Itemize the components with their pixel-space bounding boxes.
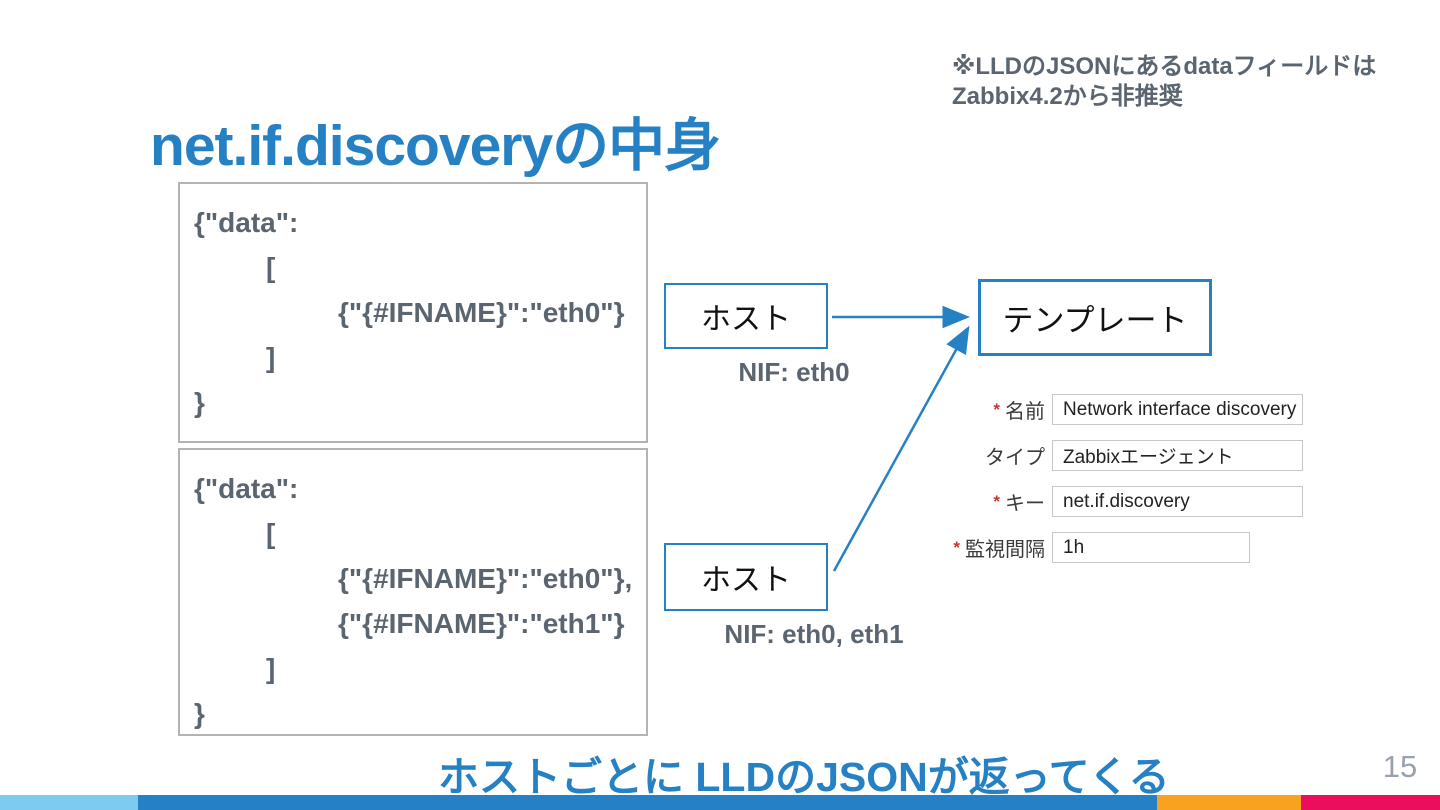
code-line: } — [194, 387, 205, 418]
host1-nif-label: NIF: eth0 — [738, 357, 850, 387]
code-line: [ — [266, 252, 276, 283]
bar-segment-pink — [1301, 795, 1440, 810]
bottom-color-bar — [0, 795, 1440, 810]
deprecation-note-line1: ※LLDのJSONにあるdataフィールドは — [952, 53, 1377, 80]
host1-box: ホスト — [664, 283, 828, 349]
json-code-box-dual-nif: {"data": [ {"{#IFNAME}":"eth0"}, {"{#IFN… — [178, 448, 648, 736]
type-select[interactable]: Zabbixエージェント — [1052, 440, 1303, 471]
code-line: } — [194, 698, 205, 729]
name-field[interactable]: Network interface discovery — [1052, 394, 1303, 425]
template-box: テンプレート — [978, 279, 1212, 356]
interval-field-label: * 監視間隔 — [900, 532, 1045, 563]
json-code-box-single-nif: {"data": [ {"{#IFNAME}":"eth0"} ] } — [178, 182, 648, 443]
code-line: {"{#IFNAME}":"eth0"}, — [338, 563, 633, 594]
type-field-label: タイプ — [900, 440, 1045, 471]
host2-box: ホスト — [664, 543, 828, 611]
interval-field-label-text: 監視間隔 — [965, 539, 1045, 561]
deprecation-note: ※LLDのJSONにあるdataフィールドは Zabbix4.2から非推奨 — [952, 52, 1376, 112]
bar-segment-blue — [138, 795, 1157, 810]
slide-caption: ホストごとに LLDのJSONが返ってくる — [438, 754, 1170, 800]
code-line: {"data": — [194, 473, 299, 504]
host2-nif-label: NIF: eth0, eth1 — [724, 619, 904, 649]
code-line: ] — [266, 653, 276, 684]
host2-label: ホスト — [701, 564, 791, 597]
interval-field[interactable]: 1h — [1052, 532, 1250, 563]
key-field-label: * キー — [900, 486, 1045, 517]
code-line: [ — [266, 518, 276, 549]
type-field-label-text: タイプ — [985, 447, 1045, 469]
host1-label: ホスト — [701, 303, 791, 336]
template-label: テンプレート — [1002, 303, 1188, 338]
name-field-label: * 名前 — [900, 394, 1045, 425]
code-line: {"data": — [194, 207, 299, 238]
required-asterisk: * — [993, 491, 1000, 511]
page-number: 15 — [1382, 749, 1418, 784]
bar-segment-lightblue — [0, 795, 138, 810]
code-line: ] — [266, 342, 276, 373]
key-field-label-text: キー — [1005, 493, 1045, 515]
code-line: {"{#IFNAME}":"eth1"} — [338, 608, 625, 639]
deprecation-note-line2: Zabbix4.2から非推奨 — [952, 83, 1183, 110]
required-asterisk: * — [953, 537, 960, 557]
key-field[interactable]: net.if.discovery — [1052, 486, 1303, 517]
page-title: net.if.discoveryの中身 — [150, 114, 721, 178]
bar-segment-orange — [1157, 795, 1301, 810]
code-line: {"{#IFNAME}":"eth0"} — [338, 297, 625, 328]
required-asterisk: * — [993, 399, 1000, 419]
name-field-label-text: 名前 — [1005, 401, 1045, 423]
